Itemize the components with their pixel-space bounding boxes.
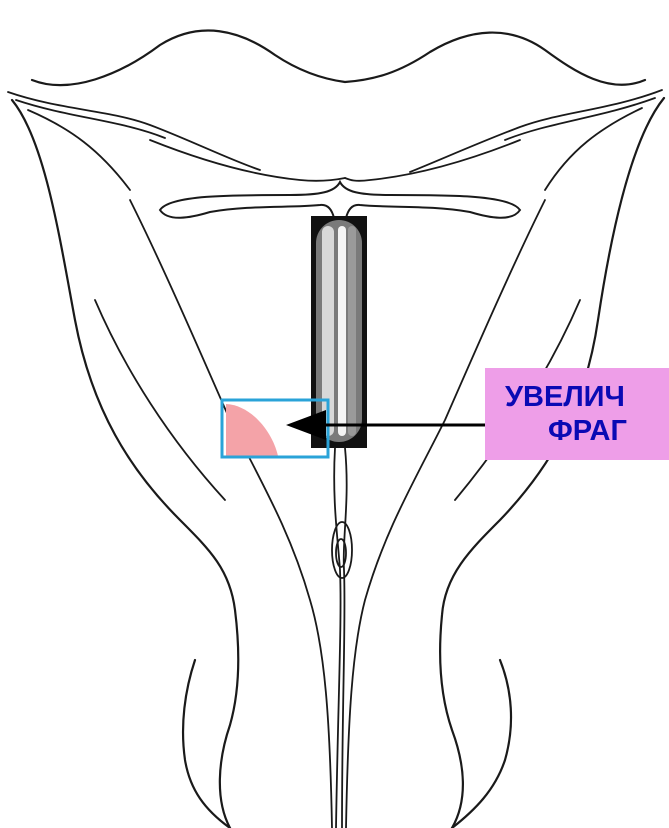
pointer-arrow	[286, 410, 488, 440]
iud-arms	[160, 182, 520, 218]
right-tube-lines	[410, 90, 662, 190]
highlight-shape	[226, 404, 278, 456]
callout-line-1: УВЕЛИЧ	[505, 380, 669, 414]
iud-threads	[332, 448, 352, 828]
callout-label: УВЕЛИЧ ФРАГ	[485, 368, 669, 460]
callout-line-2: ФРАГ	[505, 414, 669, 448]
